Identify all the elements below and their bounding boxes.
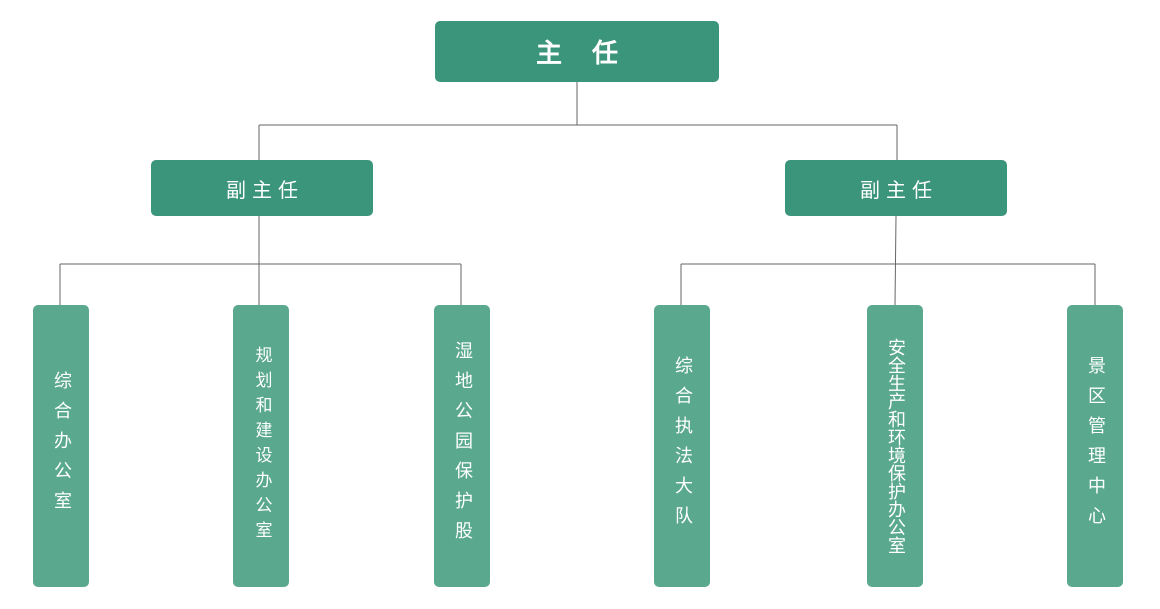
node-deputy-director-left: 副主任 (151, 160, 373, 216)
node-general-office: 综合办公室 (33, 305, 89, 587)
node-law-enforcement-brigade: 综合执法大队 (654, 305, 710, 587)
connector-right-deputy-vertical (894, 215, 897, 306)
node-scenic-area-management-center: 景区管理中心 (1067, 305, 1123, 587)
node-safety-environment-office: 安全生产和环境保护办公室 (867, 305, 923, 587)
node-deputy-director-right: 副主任 (785, 160, 1007, 216)
node-wetland-park-protection-section: 湿地公园保护股 (434, 305, 490, 587)
node-director: 主任 (435, 21, 719, 82)
node-planning-construction-office: 规划和建设办公室 (233, 305, 289, 587)
